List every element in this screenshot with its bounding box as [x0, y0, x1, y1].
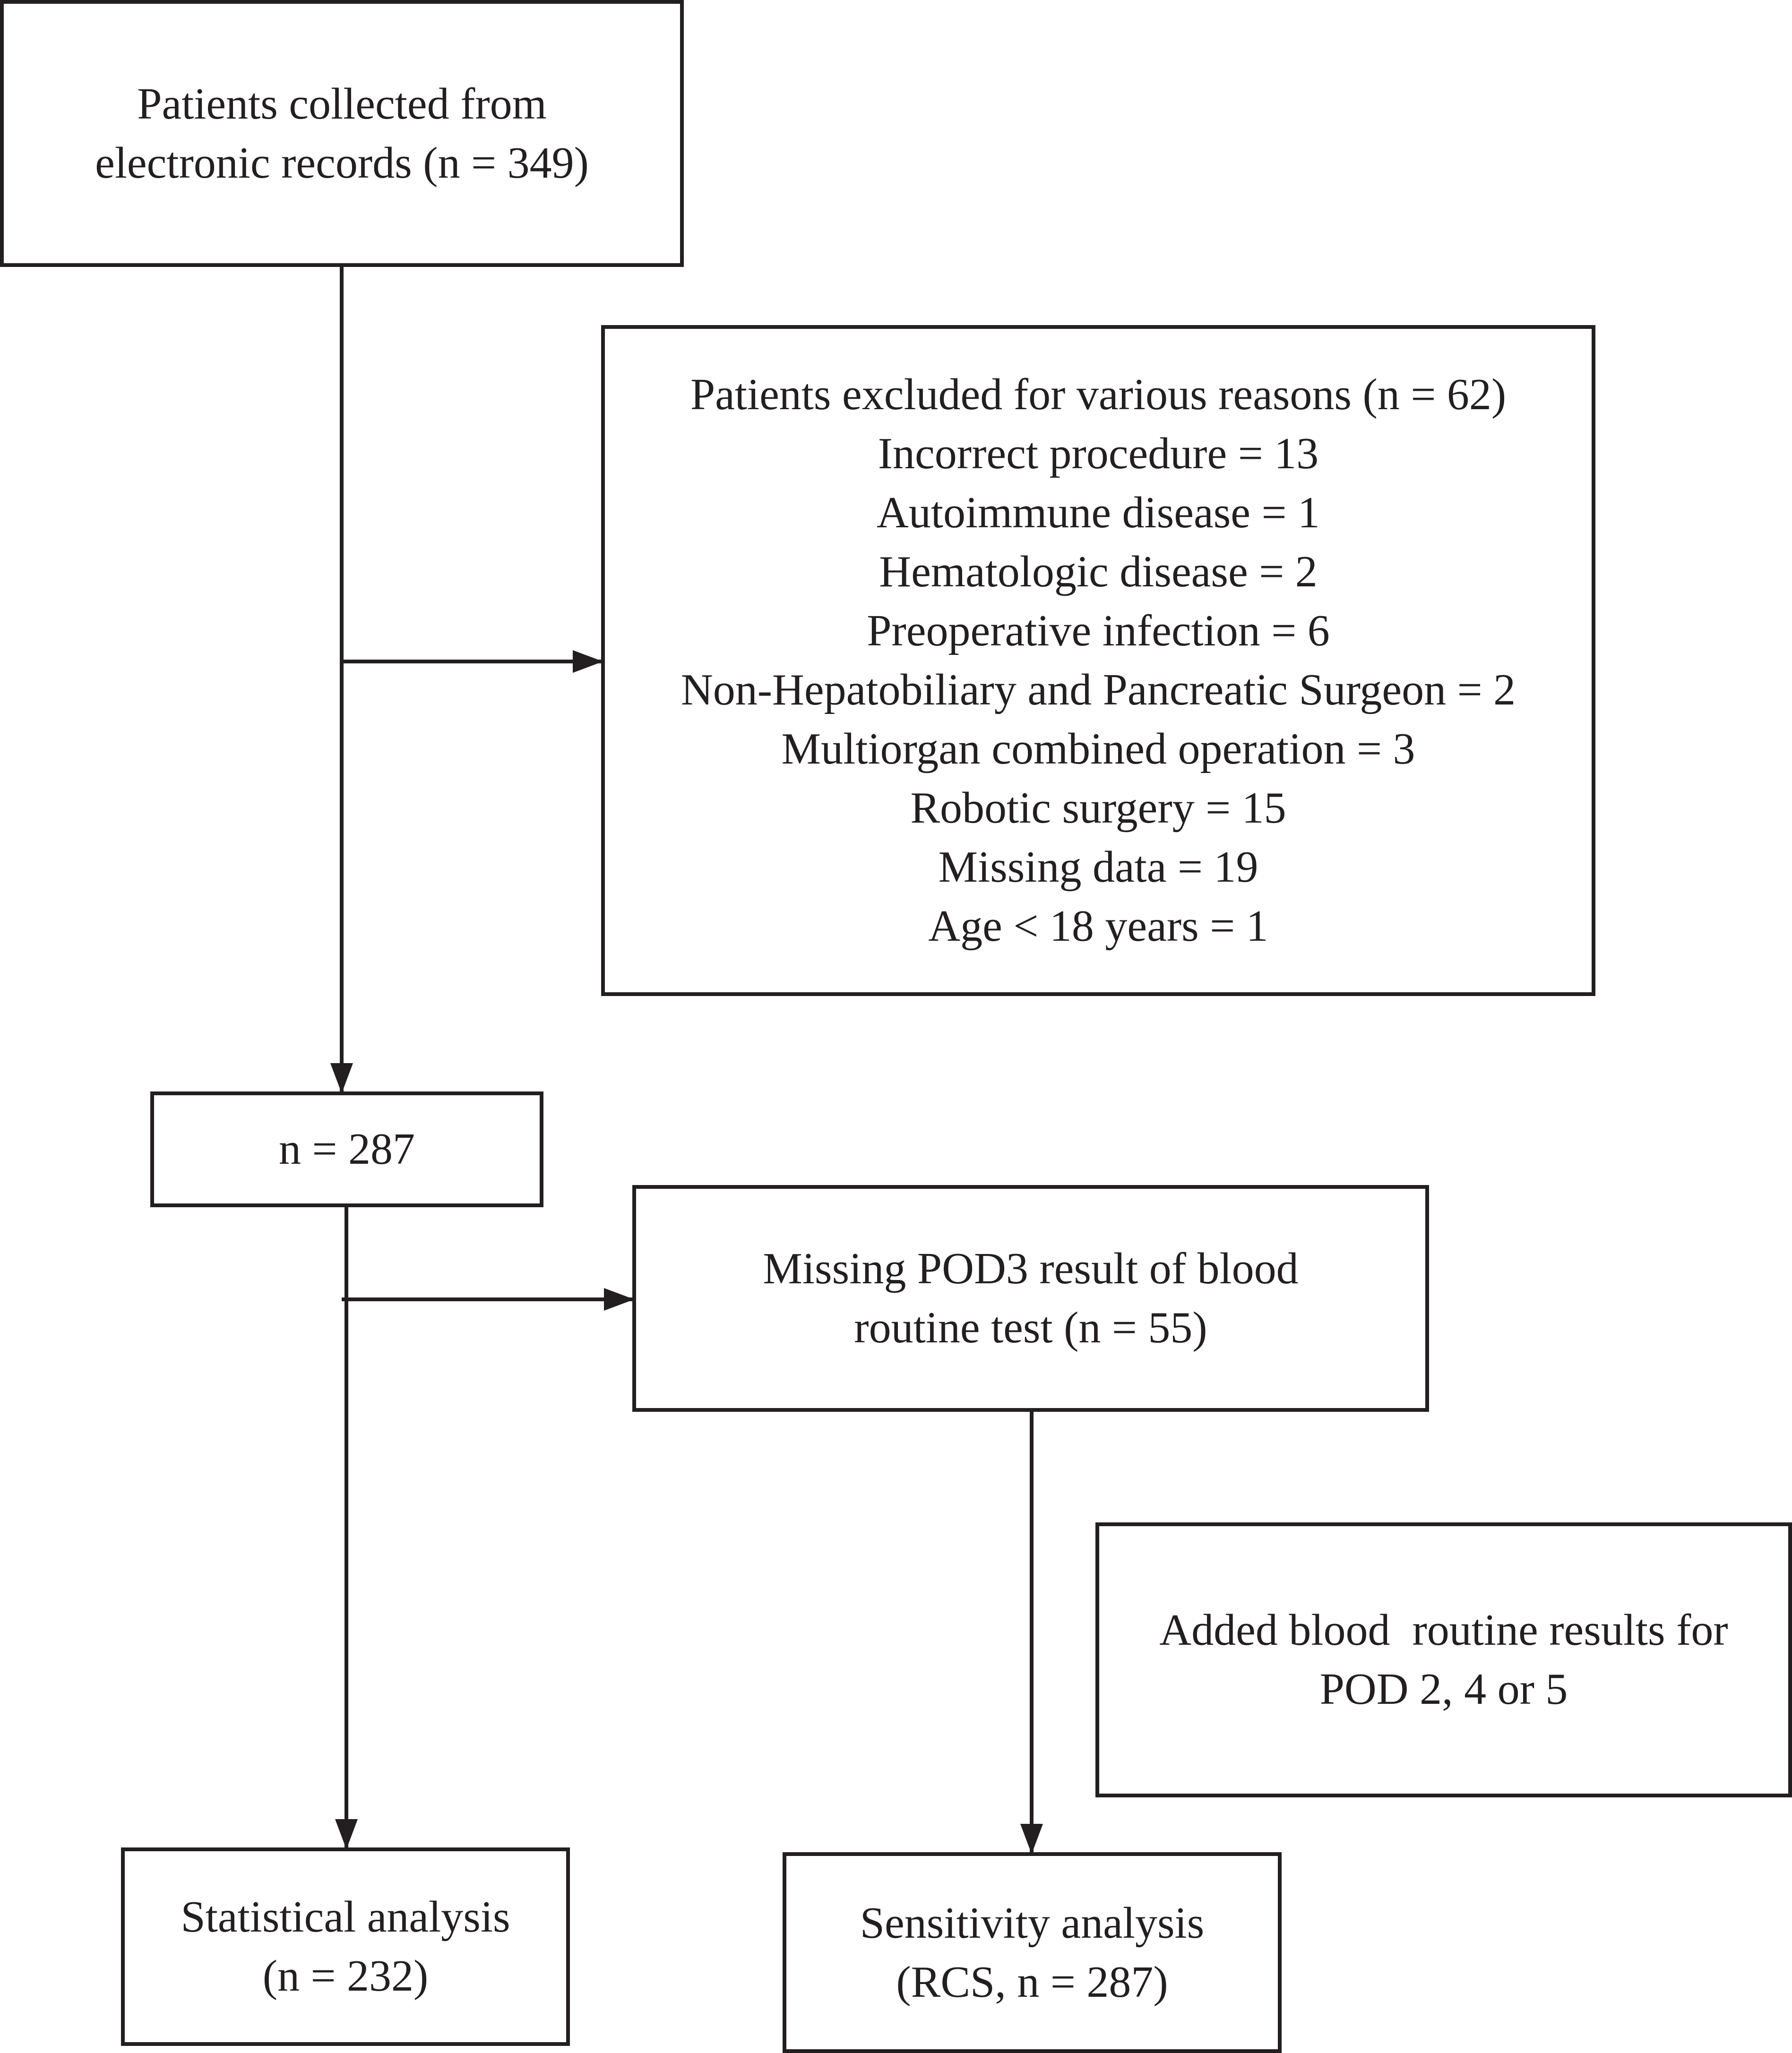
excluded-box: Patients excluded for various reasons (n…: [601, 325, 1595, 996]
sensitivity-analysis-line-2: (RCS, n = 287): [896, 1957, 1168, 2007]
collected-box: Patients collected from electronic recor…: [0, 0, 684, 267]
missing-pod3-line-2: routine test (n = 55): [854, 1303, 1207, 1352]
collected-line-1: Patients collected from: [137, 79, 547, 129]
statistical-analysis-line-1: Statistical analysis: [181, 1892, 510, 1941]
missing-pod3-box: Missing POD3 result of blood routine tes…: [632, 1185, 1429, 1412]
excluded-reason-autoimmune: Autoimmune disease = 1: [876, 488, 1320, 537]
excluded-reason-incorrect-procedure: Incorrect procedure = 13: [878, 429, 1319, 478]
collected-line-2: electronic records (n = 349): [95, 138, 589, 188]
remaining-box: n = 287: [150, 1091, 543, 1207]
excluded-reason-hematologic: Hematologic disease = 2: [879, 547, 1318, 596]
statistical-analysis-line-2: (n = 232): [262, 1951, 429, 2001]
added-results-line-2: POD 2, 4 or 5: [1319, 1665, 1568, 1714]
sensitivity-analysis-line-1: Sensitivity analysis: [860, 1898, 1205, 1948]
added-results-box: Added blood routine results for POD 2, 4…: [1095, 1522, 1792, 1797]
excluded-title: Patients excluded for various reasons (n…: [690, 370, 1507, 419]
excluded-reason-age: Age < 18 years = 1: [928, 902, 1268, 951]
sensitivity-analysis-box: Sensitivity analysis (RCS, n = 287): [783, 1852, 1282, 2053]
excluded-reason-preoperative-infection: Preoperative infection = 6: [867, 606, 1330, 655]
excluded-reason-non-hpb-surgeon: Non-Hepatobiliary and Pancreatic Surgeon…: [681, 665, 1516, 714]
statistical-analysis-box: Statistical analysis (n = 232): [121, 1847, 570, 2046]
excluded-reason-missing-data: Missing data = 19: [938, 842, 1258, 892]
excluded-reason-multiorgan: Multiorgan combined operation = 3: [781, 724, 1415, 773]
added-results-line-1: Added blood routine results for: [1159, 1606, 1728, 1655]
missing-pod3-line-1: Missing POD3 result of blood: [763, 1244, 1299, 1293]
remaining-count: n = 287: [278, 1125, 415, 1174]
excluded-reason-robotic: Robotic surgery = 15: [910, 783, 1286, 833]
